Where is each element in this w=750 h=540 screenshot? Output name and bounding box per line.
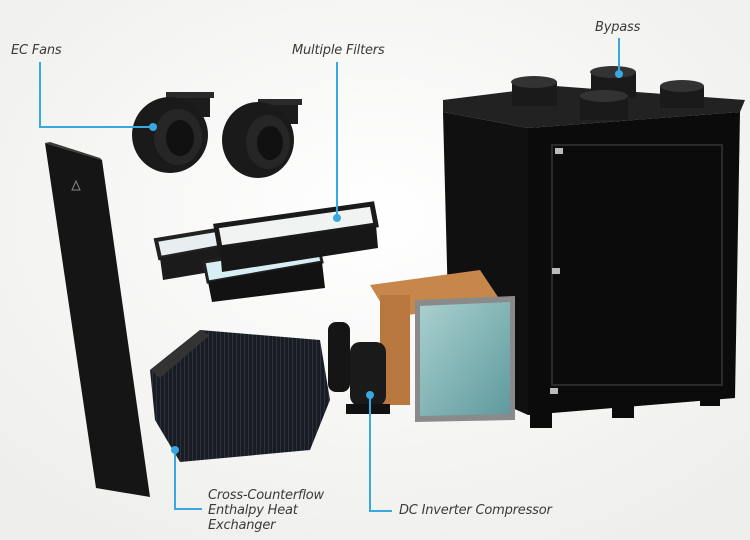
front-panel bbox=[45, 142, 150, 497]
ec-fans-dot bbox=[149, 123, 157, 131]
label-ec-fans: EC Fans bbox=[11, 43, 62, 58]
label-compressor: DC Inverter Compressor bbox=[399, 503, 552, 518]
heat-exchanger-dot bbox=[171, 446, 179, 454]
compressor-dot bbox=[366, 391, 374, 399]
heat-exchanger bbox=[150, 330, 330, 462]
leader-lines bbox=[39, 38, 620, 512]
label-heat-exchanger-line3: Exchanger bbox=[208, 518, 276, 533]
filters-dot bbox=[333, 214, 341, 222]
label-heat-exchanger-line2: Enthalpy Heat bbox=[208, 503, 298, 518]
label-bypass: Bypass bbox=[595, 20, 641, 35]
label-heat-exchanger: Cross-Counterflow Enthalpy Heat Exchange… bbox=[208, 488, 324, 533]
leader-dots bbox=[149, 70, 623, 454]
evaporator-coil bbox=[370, 270, 515, 422]
main-unit bbox=[443, 66, 745, 428]
ec-fan-2 bbox=[222, 99, 302, 178]
logo-icon bbox=[71, 179, 81, 191]
bypass-dot bbox=[615, 70, 623, 78]
duct-collars bbox=[511, 66, 704, 120]
label-heat-exchanger-line1: Cross-Counterflow bbox=[208, 488, 324, 503]
label-multiple-filters: Multiple Filters bbox=[292, 43, 385, 58]
compressor bbox=[328, 322, 390, 414]
ec-fan-1 bbox=[132, 92, 214, 173]
